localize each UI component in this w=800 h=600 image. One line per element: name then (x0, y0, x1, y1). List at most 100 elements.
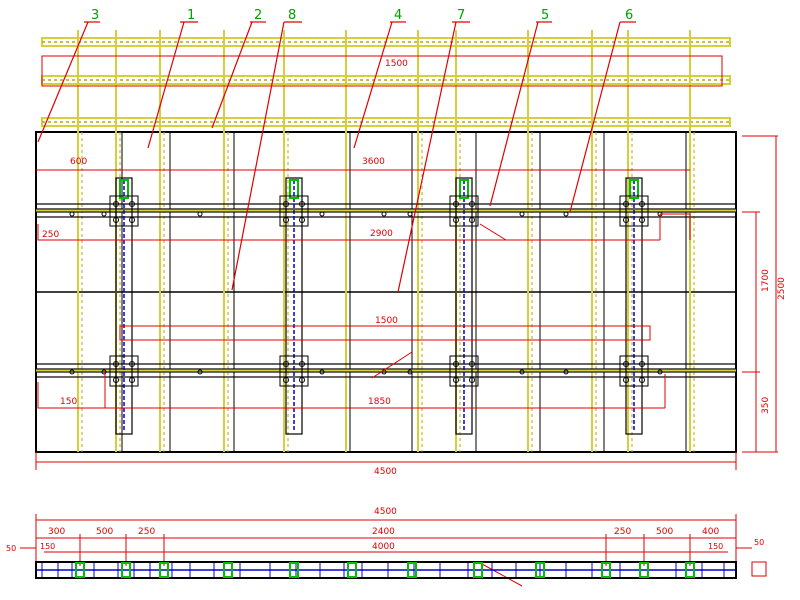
bracket-plate-top (449, 195, 479, 227)
callout-3: 3 (91, 8, 99, 23)
waler-bolt (563, 369, 569, 375)
upper-waler (35, 203, 737, 218)
strip-clamp (121, 562, 131, 578)
dim-left-50: 50 (6, 544, 16, 553)
dim-right-350: 350 (761, 397, 771, 414)
strip-clamp (289, 562, 299, 578)
strip-clamp (407, 562, 417, 578)
strip-clamp (639, 562, 649, 578)
bracket-cap (629, 179, 639, 199)
bracket-cap (459, 179, 469, 199)
waler-bolt (407, 369, 413, 375)
dim-left-600: 600 (70, 157, 87, 167)
bolt (299, 217, 305, 223)
callout-8: 8 (288, 8, 296, 23)
bracket-frame (625, 177, 643, 435)
waler-bolt (519, 369, 525, 375)
dim-r-150: 150 (708, 542, 723, 551)
bolt (453, 377, 459, 383)
bolt (623, 361, 629, 367)
dim-r-50: 50 (754, 538, 764, 547)
waler-bolt (197, 369, 203, 375)
bolt (453, 361, 459, 367)
bolt (113, 377, 119, 383)
bolt (113, 217, 119, 223)
bracket-plate-top (619, 195, 649, 227)
dim-c-4000: 4000 (372, 542, 395, 552)
bracket-cap (119, 179, 129, 199)
bolt (453, 217, 459, 223)
dim-r-500: 500 (656, 527, 673, 537)
bolt (129, 361, 135, 367)
strip-clamp (75, 562, 85, 578)
waler-bolt (69, 369, 75, 375)
bolt (299, 377, 305, 383)
waler-bolt (69, 211, 75, 217)
bracket-plate-bottom (279, 355, 309, 387)
bolt (639, 377, 645, 383)
waler-bolt (381, 211, 387, 217)
column-brackets (69, 177, 663, 435)
bracket-frame (455, 177, 473, 435)
dim-l-250: 250 (138, 527, 155, 537)
waler-bolt (101, 211, 107, 217)
bolt (129, 217, 135, 223)
callout-5: 5 (541, 8, 549, 23)
dim-c-2400: 2400 (372, 527, 395, 537)
dim-bot-1850: 1850 (368, 397, 391, 407)
bracket-cap (289, 179, 299, 199)
waler-bolt (319, 211, 325, 217)
bolt (283, 201, 289, 207)
waler-bolt (197, 211, 203, 217)
dim-left-150: 150 (60, 397, 77, 407)
bolt (623, 377, 629, 383)
bolt (113, 361, 119, 367)
strip-clamp (159, 562, 169, 578)
callout-6: 6 (625, 8, 633, 23)
strip-clamp (601, 562, 611, 578)
dim-r-250: 250 (614, 527, 631, 537)
waler-bolt (319, 369, 325, 375)
bolt (283, 361, 289, 367)
bracket-plate-bottom (449, 355, 479, 387)
bracket-frame (115, 177, 133, 435)
bracket-plate-top (109, 195, 139, 227)
waler-bolt (657, 369, 663, 375)
callout-leaders (37, 21, 636, 293)
dim-mid-1500: 1500 (375, 316, 398, 326)
strip-clamp (535, 562, 545, 578)
callout-numbers: 3 1 2 8 4 7 5 6 (91, 8, 633, 23)
bolt (113, 201, 119, 207)
waler-bolt (101, 369, 107, 375)
dim-right-1700: 1700 (761, 269, 771, 292)
main-dimensions: 1500 600 3600 250 2900 1500 150 1850 450… (35, 55, 787, 477)
bolt (469, 361, 475, 367)
bolt (469, 377, 475, 383)
dim-total-4500: 4500 (374, 467, 397, 477)
waler-bolt (563, 211, 569, 217)
dim-right-2500: 2500 (777, 277, 787, 300)
dim-top-1500: 1500 (385, 59, 408, 69)
bolt (623, 217, 629, 223)
callout-1: 1 (187, 8, 195, 23)
dim-mid-2900: 2900 (370, 229, 393, 239)
bolt (469, 217, 475, 223)
bracket-frame (285, 177, 303, 435)
bolt (623, 201, 629, 207)
bolt (469, 201, 475, 207)
bolt (129, 201, 135, 207)
vertical-studs (121, 132, 687, 452)
bolt (639, 201, 645, 207)
lower-strip-section (35, 561, 737, 579)
dim-left-250: 250 (42, 230, 59, 240)
dim-r-400: 400 (702, 527, 719, 537)
bolt (639, 361, 645, 367)
bolt (299, 361, 305, 367)
bolt (299, 201, 305, 207)
dim-left-150b: 150 (40, 542, 55, 551)
bolt (283, 377, 289, 383)
strip-clamp (473, 562, 483, 578)
dim-mid-3600: 3600 (362, 157, 385, 167)
